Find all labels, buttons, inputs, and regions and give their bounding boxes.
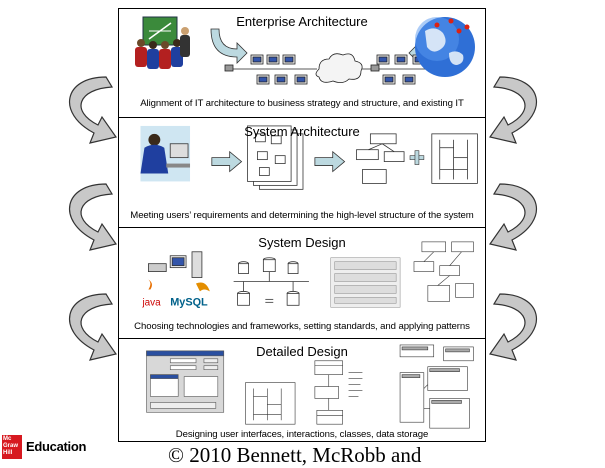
hardware-icon [148,251,203,278]
layer-caption: Choosing technologies and frameworks, se… [134,321,470,332]
class-diagram-icon [314,360,363,425]
layer-system-architecture: System Architecture Meeting users’ requi… [119,117,485,227]
layer-title: Detailed Design [256,344,348,359]
right-curved-arrow-2 [488,183,538,251]
flow-arrow-icon [210,28,248,64]
detailed-design-illustration [146,344,474,429]
requirements-documents-icon [247,125,304,190]
layer-title: System Architecture [244,124,360,139]
system-design-illustration: java MySQL [141,241,474,308]
publisher-wordmark: Education [26,439,87,454]
svg-text:java: java [141,297,161,308]
layer-system-design: java MySQL [119,227,485,338]
flow-arrow-icon [211,150,243,173]
svg-text:MySQL: MySQL [170,296,208,308]
business-meeting-icon [135,16,190,69]
layer-caption: Meeting users’ requirements and determin… [130,210,474,221]
component-diagram-icon [356,133,405,184]
user-interface-form-icon [146,350,225,413]
design-pattern-diagram-icon [413,241,474,302]
publisher-logo: Mc Graw Hill Education [2,435,94,459]
interaction-diagram-icon [245,382,296,425]
mysql-logo-icon: MySQL [170,282,210,308]
globe-icon [415,17,475,77]
layer-title: Enterprise Architecture [236,14,368,29]
left-curved-arrow-2 [68,183,118,251]
user-at-computer-icon [140,125,191,182]
left-curved-arrow-1 [68,76,118,144]
database-servers-icon [233,257,309,306]
system-architecture-illustration [140,125,478,190]
mcgraw-hill-logo-icon: Mc Graw Hill [2,435,22,459]
layered-architecture-icon [330,257,401,308]
sequence-diagram-icon [431,133,478,184]
layer-enterprise-architecture: Enterprise Architecture Alignment of IT … [119,9,485,117]
java-logo-icon: java [141,279,161,308]
network-diagram-icon [224,53,435,85]
data-storage-diagram-icon [399,344,474,429]
layer-title: System Design [258,235,346,250]
layer-caption: Designing user interfaces, interactions,… [175,429,429,440]
architecture-layers-stack: Enterprise Architecture Alignment of IT … [118,8,486,442]
flow-arrow-icon [314,150,346,173]
layer-detailed-design: Detailed Design Designing user interface… [119,338,485,443]
enterprise-architecture-illustration [135,16,475,85]
right-curved-arrow-3 [488,293,538,361]
right-curved-arrow-1 [488,76,538,144]
layer-caption: Alignment of IT architecture to business… [140,98,464,109]
plus-icon [409,150,425,165]
left-curved-arrow-3 [68,293,118,361]
copyright-text: © 2010 Bennett, McRobb and [168,443,422,467]
